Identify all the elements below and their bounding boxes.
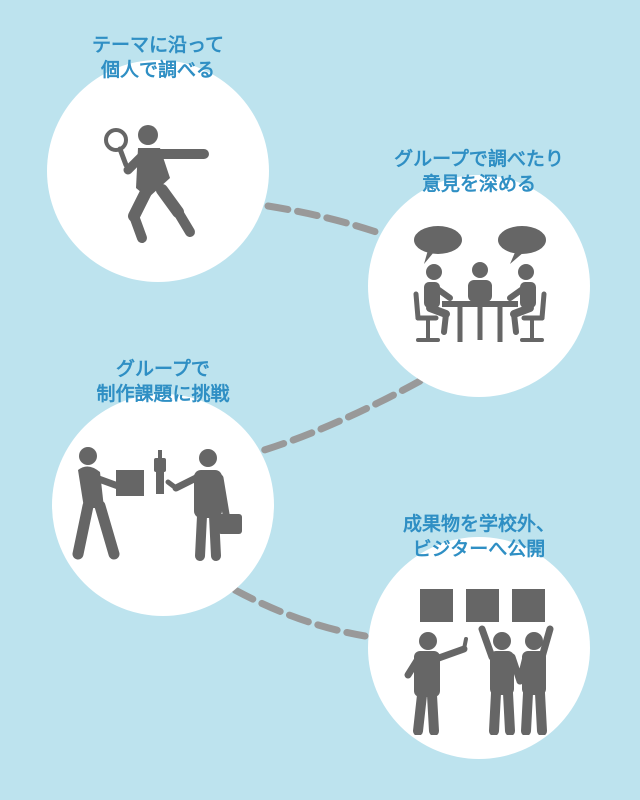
group-discussion-icon — [413, 226, 547, 342]
connector-1-2 — [264, 202, 386, 238]
step-3-label-line-1: グループで — [116, 358, 210, 380]
connector-3-4 — [231, 586, 369, 640]
step-3-label-line-2: 制作課題に挑戦 — [96, 383, 230, 405]
presentation-audience-icon — [404, 589, 554, 735]
step-2-label-line-1: グループで調べたり — [394, 148, 564, 170]
step-3-label: グループで 制作課題に挑戦 — [96, 357, 229, 407]
people-working-icon — [72, 447, 242, 561]
step-1-label-line-1: テーマに沿って — [91, 34, 225, 56]
person-magnifying-glass-icon — [104, 125, 209, 243]
step-1-label: テーマに沿って 個人で調べる — [92, 33, 224, 83]
step-4-label-line-2: ビジターへ公開 — [412, 538, 546, 560]
connector-2-3 — [254, 377, 424, 456]
step-4-label: 成果物を学校外、 ビジターへ公開 — [403, 512, 555, 562]
step-1-label-line-2: 個人で調べる — [100, 59, 215, 81]
step-4-circle — [368, 537, 590, 759]
step-2-label: グループで調べたり 意見を深める — [394, 147, 564, 197]
step-4-label-line-1: 成果物を学校外、 — [402, 513, 556, 535]
step-2-label-line-2: 意見を深める — [421, 173, 536, 195]
